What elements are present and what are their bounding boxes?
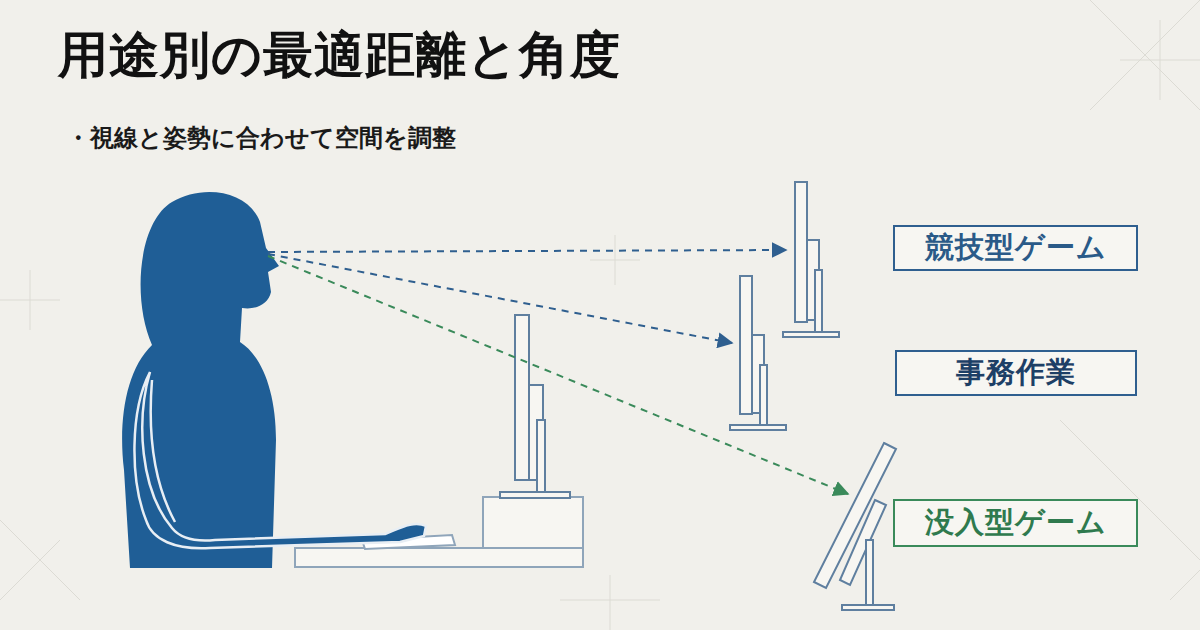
monitor — [730, 276, 786, 430]
label-text: 競技型ゲーム — [925, 228, 1107, 268]
label-box: 競技型ゲーム — [893, 225, 1138, 271]
monitor — [500, 315, 570, 498]
label-text: 没入型ゲーム — [925, 503, 1107, 543]
sight-lines — [268, 250, 848, 494]
title: 用途別の最適距離と角度 — [58, 22, 621, 89]
label-box: 没入型ゲーム — [893, 499, 1138, 547]
person-silhouette — [122, 192, 426, 568]
label-box: 事務作業 — [895, 350, 1137, 396]
monitor — [814, 443, 896, 610]
subtitle: ・視線と姿勢に合わせて空間を調整 — [66, 122, 456, 154]
label-text: 事務作業 — [956, 353, 1076, 393]
desk — [295, 497, 583, 567]
monitor — [783, 182, 839, 337]
